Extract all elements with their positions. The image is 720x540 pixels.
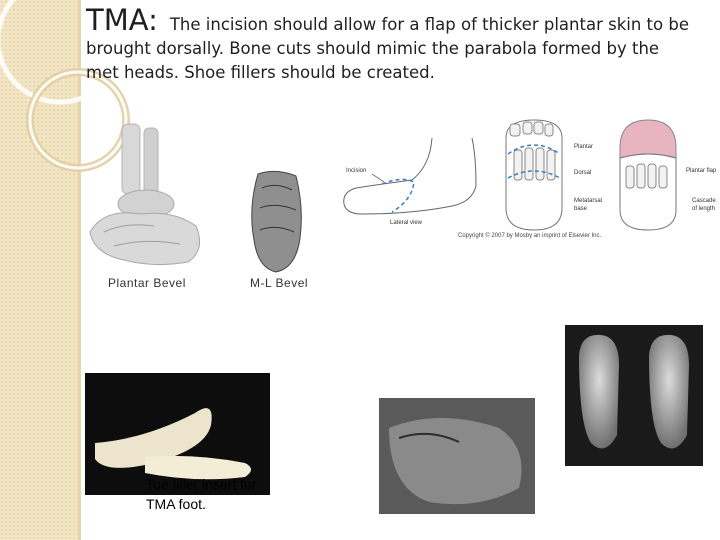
copyright-notice: Copyright © 2007 by Mosby an imprint of … — [458, 233, 602, 239]
decorative-circles — [0, 0, 130, 172]
plantar-bevel-figure: Plantar Bevel — [84, 122, 214, 292]
tma-foot-image — [379, 398, 535, 514]
amputated-foot-photo — [379, 398, 535, 514]
title-heading: TMA: — [86, 3, 158, 37]
slide-title: TMA:The incision should allow for a flap… — [86, 4, 696, 85]
toe-filler-caption: Toe filler insert for TMA foot. — [146, 476, 257, 512]
toe-filler-photo — [85, 373, 270, 495]
foot-skeleton-frontal-illustration — [251, 170, 302, 273]
xray-photo — [565, 325, 703, 466]
plantar-label: Plantar — [574, 144, 594, 150]
metatarsal-label: Metatarsal — [574, 198, 603, 204]
foot-flap-illustration — [619, 119, 677, 231]
dorsal-label: Dorsal — [574, 170, 592, 176]
xray-feet-image — [579, 334, 689, 449]
decorative-strip-edge — [78, 0, 81, 540]
plantar-flap-figure: Plantar flap Cascade of length — [612, 118, 718, 236]
ml-bevel-figure: M-L Bevel — [246, 168, 316, 292]
cascade-label-2: of length — [692, 206, 716, 212]
toe-filler-insert-image — [95, 408, 251, 480]
foot-outline-lateral-illustration — [343, 137, 477, 215]
lateral-view-figure: Incision Lateral view — [342, 136, 480, 232]
ml-bevel-label: M-L Bevel — [250, 276, 309, 290]
foot-dorsal-bones-illustration — [505, 119, 563, 231]
incision-label: Incision — [346, 168, 367, 174]
lateral-view-label: Lateral view — [390, 220, 423, 226]
foot-skeleton-lateral-illustration — [89, 123, 201, 266]
plantar-bevel-label: Plantar Bevel — [108, 276, 186, 290]
plantar-flap-label: Plantar flap — [686, 168, 717, 174]
title-body: The incision should allow for a flap of … — [86, 15, 689, 82]
cascade-label: Cascade — [692, 198, 716, 204]
metatarsal-label-2: base — [574, 206, 588, 212]
dorsal-plantar-figure: Plantar Dorsal Metatarsal base — [496, 118, 606, 236]
